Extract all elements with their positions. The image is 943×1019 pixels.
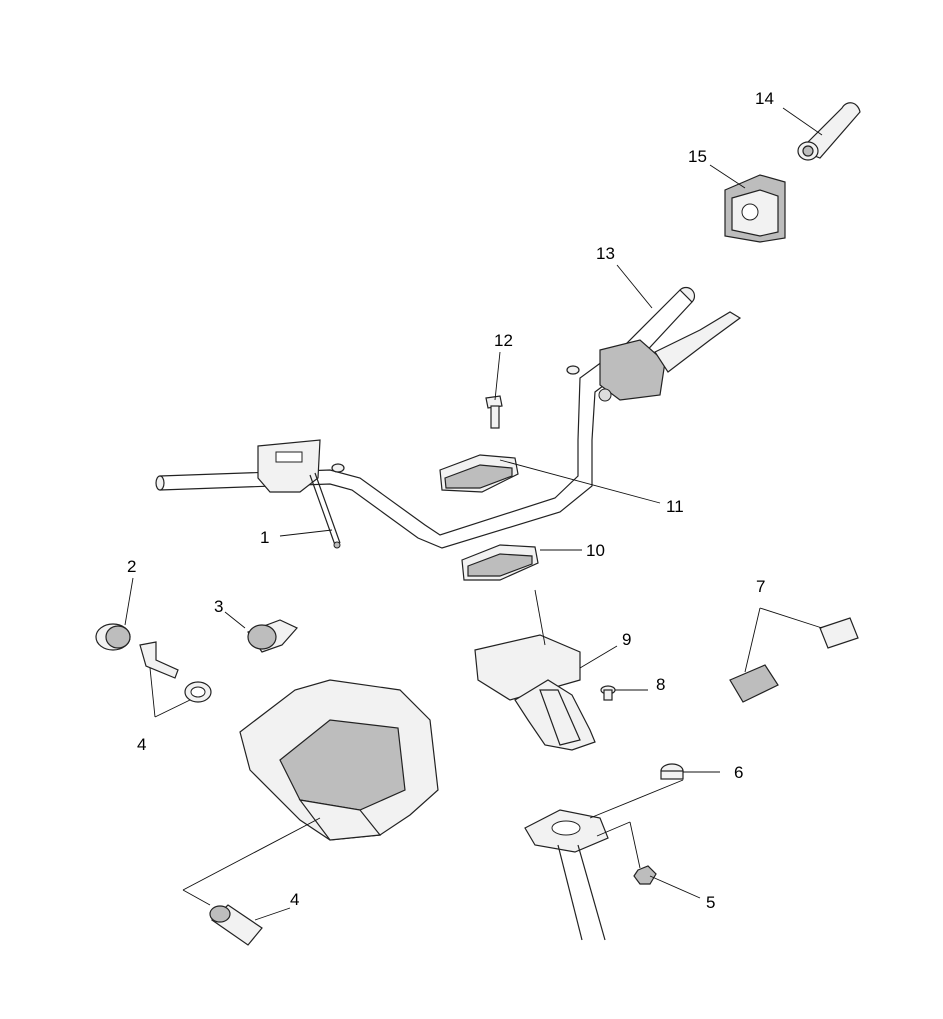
callout-1: 1 (260, 528, 270, 547)
part-1-cable (309, 472, 341, 549)
callout-15: 15 (688, 147, 707, 166)
part-12-bolt (485, 395, 503, 429)
part-11-upper-clamp (439, 454, 519, 493)
part-2-cap (95, 623, 131, 651)
part-10-lower-clamp (461, 544, 539, 581)
callout-6: 6 (734, 763, 744, 782)
part-7-switch (729, 617, 859, 703)
callout-13: 13 (596, 244, 615, 263)
callout-12: 12 (494, 331, 513, 350)
part-4-key-and-ring (139, 641, 212, 703)
part-6-bushing (660, 763, 684, 780)
callout-2: 2 (127, 557, 137, 576)
part-3-cover (247, 619, 298, 653)
callout-10: 10 (586, 541, 605, 560)
part-9-bracket (474, 634, 596, 751)
callout-11: 11 (666, 497, 684, 516)
part-14-grip (797, 102, 861, 161)
callout-4-upper: 4 (137, 735, 147, 754)
callout-14: 14 (755, 89, 774, 108)
leader-lines (124, 107, 823, 921)
part-15-switch-housing (724, 174, 786, 243)
part-13-handlebar (155, 286, 742, 549)
callout-3: 3 (214, 597, 224, 616)
steering-column (524, 809, 609, 941)
part-5-nut (633, 865, 657, 885)
part-4-lock (209, 904, 263, 946)
callout-8: 8 (656, 675, 666, 694)
callout-4-lower: 4 (290, 890, 300, 909)
part-8-small-bolt (600, 685, 616, 701)
callout-9: 9 (622, 630, 632, 649)
callout-5: 5 (706, 893, 716, 912)
handlebar-cover (239, 679, 439, 841)
callout-7: 7 (756, 577, 766, 596)
